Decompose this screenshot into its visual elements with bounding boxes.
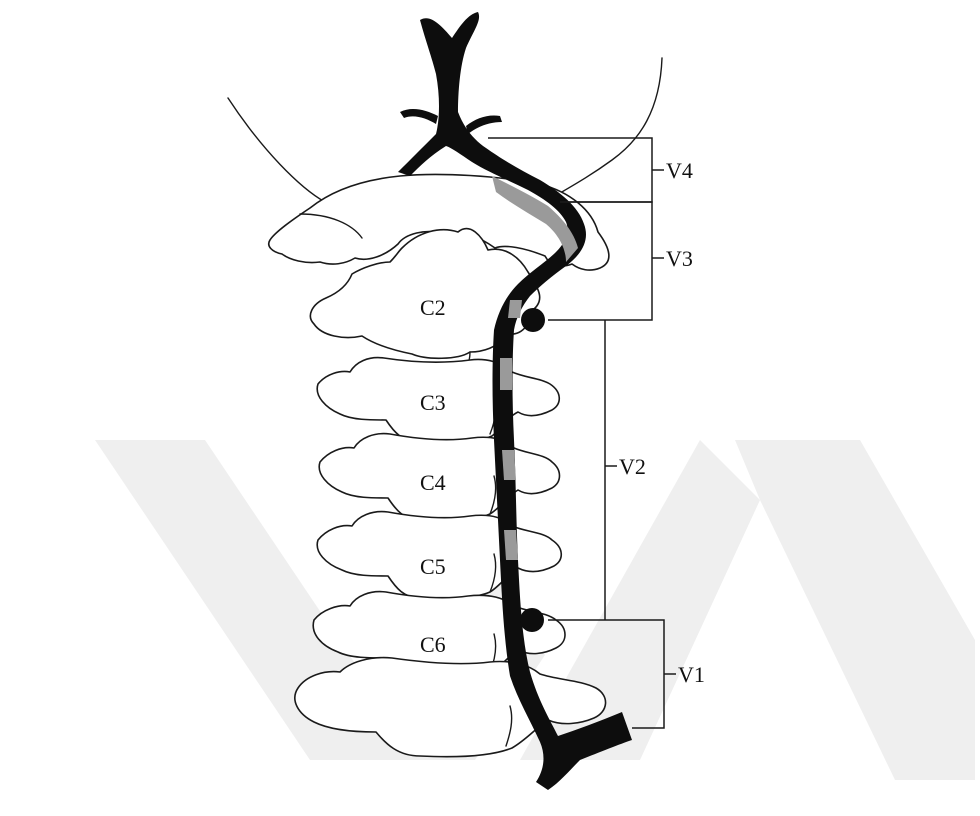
- label-v1: V1: [678, 662, 705, 687]
- label-c5: C5: [420, 554, 446, 579]
- label-v4: V4: [666, 158, 693, 183]
- c2-foramen-entry: [521, 308, 545, 332]
- label-c4: C4: [420, 470, 446, 495]
- c6-foramen-entry: [520, 608, 544, 632]
- label-c2: C2: [420, 295, 446, 320]
- label-v2: V2: [619, 454, 646, 479]
- label-c6: C6: [420, 632, 446, 657]
- label-c3: C3: [420, 390, 446, 415]
- label-v3: V3: [666, 246, 693, 271]
